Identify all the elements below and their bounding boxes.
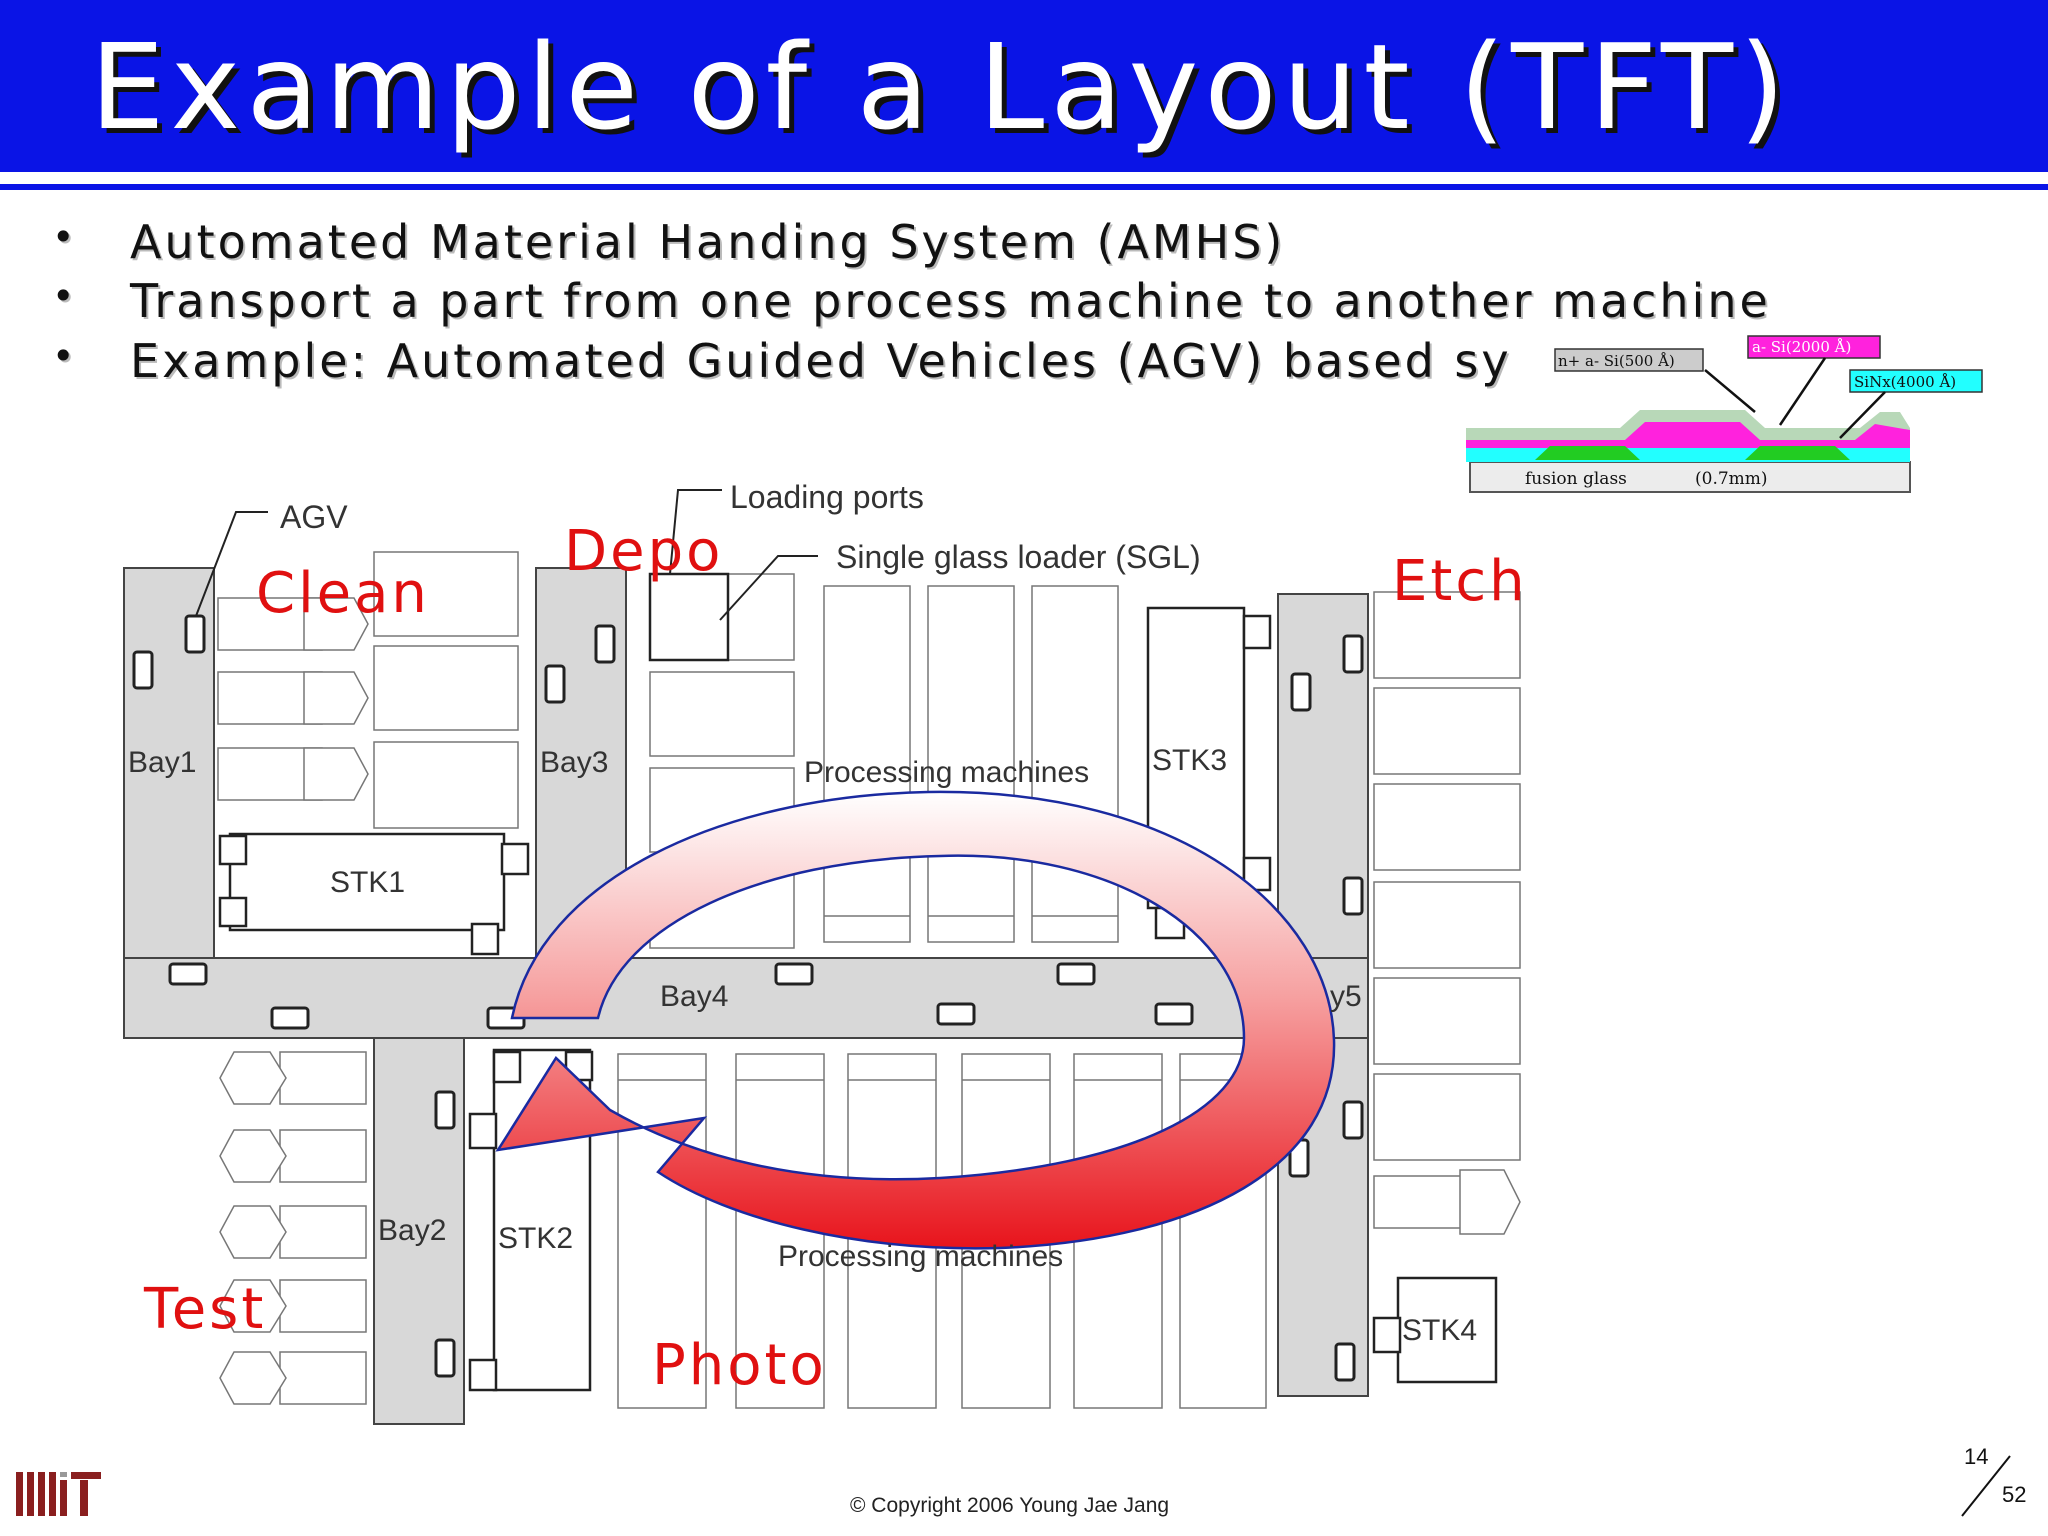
stk4-label: STK4 xyxy=(1402,1314,1477,1347)
agv-vehicles xyxy=(132,614,1364,1382)
processing-top-label: Processing machines xyxy=(804,756,1089,789)
loading-ports-callout-line xyxy=(669,489,722,575)
area-etch-label: Etch xyxy=(1392,549,1528,614)
bay3-label: Bay3 xyxy=(540,746,608,779)
bay4-corridor xyxy=(123,957,1369,1039)
label-sinx: SiNx(4000 Å) xyxy=(1854,373,1956,391)
stk2-label: STK2 xyxy=(498,1222,573,1255)
title-rule xyxy=(0,184,2048,190)
bullet-text: Example: Automated Guided Vehicles (AGV)… xyxy=(130,334,1512,388)
stk1-box xyxy=(228,832,506,932)
area-clean-label: Clean xyxy=(256,561,430,626)
sgl-label: Single glass loader (SGL) xyxy=(836,539,1201,575)
bullet-dot: • xyxy=(52,334,78,378)
thickness-label: (0.7mm) xyxy=(1695,469,1768,489)
label-a-si-box xyxy=(1747,335,1881,359)
bay4-label: Bay4 xyxy=(660,980,728,1013)
layer-a-si xyxy=(1466,422,1910,448)
loading-ports-label: Loading ports xyxy=(730,479,924,515)
clean-machines xyxy=(217,551,519,829)
bullet-dot: • xyxy=(52,274,78,318)
copyright-footer: © Copyright 2006 Young Jae Jang xyxy=(850,1494,1170,1517)
page-number: 14 xyxy=(1964,1444,1989,1469)
processing-machines-top xyxy=(823,585,1119,943)
substrate-label: fusion glass xyxy=(1525,469,1627,489)
title-bar: Example of a Layout (TFT) xyxy=(0,0,2048,176)
area-depo-label: Depo xyxy=(564,519,723,584)
bay2-label: Bay2 xyxy=(378,1214,446,1247)
stk1-label: STK1 xyxy=(330,866,405,899)
page-divider xyxy=(1961,1455,2011,1517)
bullet-text: Transport a part from one process machin… xyxy=(130,274,1771,328)
agv-label: AGV xyxy=(280,499,348,535)
label-a-si: a- Si(2000 Å) xyxy=(1752,338,1851,356)
label-sinx-box xyxy=(1849,369,1983,393)
page-total: 52 xyxy=(2002,1482,2027,1507)
etch-machines xyxy=(1373,591,1521,1235)
processing-bottom-label: Processing machines xyxy=(778,1240,1063,1273)
slide-title: Example of a Layout (TFT) xyxy=(90,18,1792,156)
bullet-text: Automated Material Handing System (AMHS) xyxy=(130,215,1286,269)
bullet-dot: • xyxy=(52,215,78,259)
label-n-si-box xyxy=(1554,348,1704,372)
gate-right xyxy=(1745,446,1850,460)
test-machines xyxy=(219,1051,367,1405)
stk3-label: STK3 xyxy=(1152,744,1227,777)
gate-left xyxy=(1535,446,1640,460)
area-photo-label: Photo xyxy=(652,1333,827,1398)
stk4-box xyxy=(1396,1276,1498,1384)
process-flow-arrow xyxy=(495,790,1336,1250)
area-test-label: Test xyxy=(143,1277,266,1342)
tft-cross-section: n+ a- Si(500 Å) a- Si(2000 Å) SiNx(4000 … xyxy=(1466,335,1983,493)
agv-callout-line xyxy=(195,511,268,617)
label-n-si: n+ a- Si(500 Å) xyxy=(1558,352,1675,370)
sgl-callout-line xyxy=(719,555,818,621)
bay1-label: Bay1 xyxy=(128,746,196,779)
mit-logo xyxy=(16,1472,101,1516)
bay5-label: y5 xyxy=(1330,980,1362,1013)
